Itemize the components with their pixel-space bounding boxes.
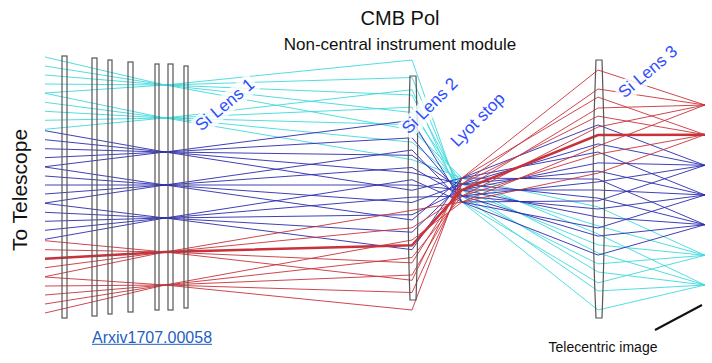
optical-ray [45, 165, 705, 239]
optical-ray [45, 107, 705, 264]
optical-ray [45, 60, 705, 310]
optical-ray [45, 57, 705, 285]
optical-ray [45, 116, 705, 263]
filter-plate [155, 64, 159, 310]
filter-plate [92, 58, 97, 316]
subtitle: Non-central instrument module [284, 35, 516, 55]
optical-ray [45, 152, 705, 220]
filter-plates [62, 56, 188, 318]
filter-plate [128, 62, 133, 312]
optical-ray [45, 111, 705, 255]
optical-ray [45, 105, 705, 313]
optical-ray [45, 105, 705, 295]
optical-ray [45, 97, 705, 280]
optical-ray [45, 144, 705, 232]
filter-plate [108, 60, 112, 314]
ray-bundles [45, 57, 705, 313]
optical-ray [45, 135, 705, 277]
reference-link: Arxiv1707.00058 [92, 329, 212, 347]
optical-ray [45, 149, 705, 225]
optical-ray [45, 90, 705, 283]
optical-ray [45, 66, 705, 285]
optical-ray [45, 131, 705, 225]
optical-ray [45, 120, 705, 255]
si-lens-3 [593, 60, 605, 318]
optical-ray [45, 163, 705, 221]
optical-ray [45, 78, 705, 292]
filter-plate [168, 64, 173, 310]
optical-ray [45, 70, 705, 310]
axis-label: To Telescope [8, 129, 32, 251]
image-label: Telecentric image [549, 339, 658, 355]
optical-ray [45, 135, 705, 259]
filter-plate [184, 66, 188, 308]
optical-ray [45, 135, 705, 268]
optical-ray [45, 105, 705, 304]
stop-label: Lyot stop [446, 88, 511, 153]
filter-plate [62, 56, 67, 318]
diagram-title: CMB Pol [361, 7, 440, 30]
optical-ray [45, 75, 705, 285]
leader-line [655, 305, 702, 330]
